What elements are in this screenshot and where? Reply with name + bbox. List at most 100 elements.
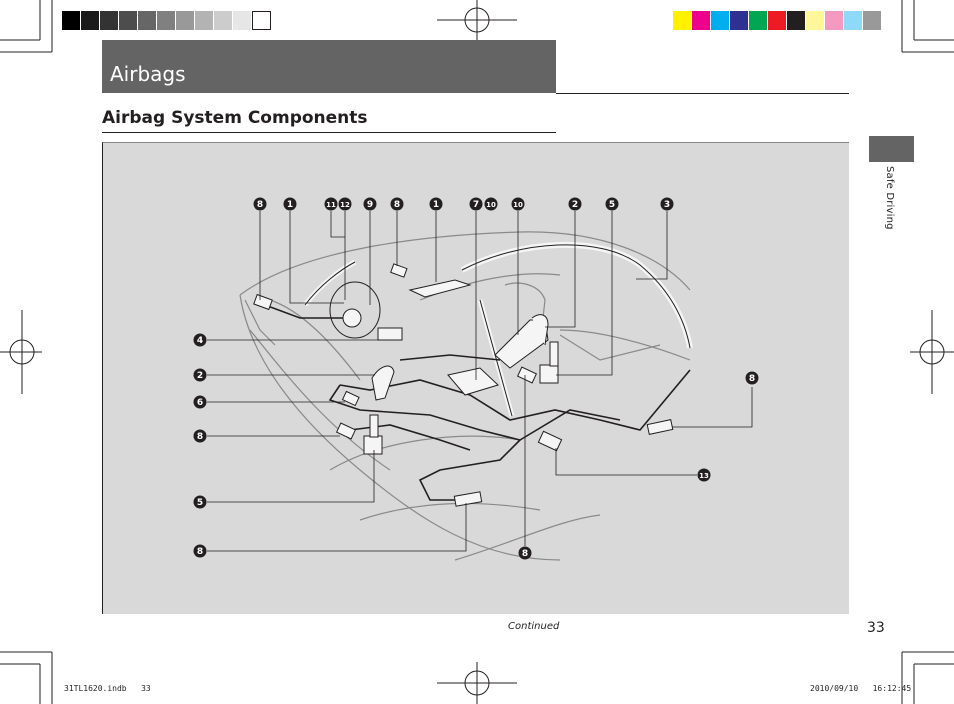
callout-badge-circle	[568, 197, 582, 211]
gray-swatch	[81, 11, 100, 30]
callout-badge-label: 8	[197, 547, 203, 557]
callout-badge-circle	[324, 197, 338, 211]
callout-badge-circle	[193, 368, 207, 382]
callout-badge-circle	[745, 371, 759, 385]
gray-swatch	[195, 11, 214, 30]
callout-badge-label: 11	[326, 201, 336, 209]
callout-badge-label: 8	[749, 374, 755, 384]
control-unit	[377, 327, 403, 341]
steering-wheel-airbag	[342, 308, 362, 328]
gray-swatch	[214, 11, 233, 30]
callout-badge-circle	[660, 197, 674, 211]
callout-badge-circle	[193, 395, 207, 409]
callout-badge-label: 2	[572, 200, 578, 210]
callout-badge-label: 10	[513, 201, 523, 209]
sensor-left-rear	[335, 422, 357, 440]
color-swatch	[844, 11, 863, 30]
color-swatch	[692, 11, 711, 30]
color-swatch	[787, 11, 806, 30]
page-number: 33	[867, 620, 885, 636]
chapter-tab-label: Safe Driving	[884, 166, 895, 230]
callout-badge-circle	[469, 197, 483, 211]
callout-badge-label: 1	[287, 200, 293, 210]
color-calibration-bar	[673, 11, 882, 30]
callout-badge-circle	[429, 197, 443, 211]
gray-swatch	[100, 11, 119, 30]
color-swatch	[825, 11, 844, 30]
callout-badge-circle	[511, 197, 525, 211]
section-title: Airbag System Components	[102, 108, 368, 128]
callout-badge-circle	[338, 197, 352, 211]
callout-badge-circle	[193, 333, 207, 347]
callout-badge-label: 8	[197, 432, 203, 442]
sensor-rear-center	[453, 491, 483, 507]
occupant-sensor-pad	[447, 367, 499, 396]
print-timestamp: 2010/09/10 16:12:45	[810, 684, 912, 693]
callout-badge-label: 3	[664, 200, 670, 210]
continued-note: Continued	[508, 621, 560, 632]
callout-badge-label: 7	[473, 200, 479, 210]
color-swatch	[806, 11, 825, 30]
callout-badge-circle	[253, 197, 267, 211]
sensor-center	[516, 366, 538, 384]
color-swatch	[730, 11, 749, 30]
callout-badge-circle	[390, 197, 404, 211]
callout-badge-circle	[518, 546, 532, 560]
callout-badge-label: 9	[367, 200, 373, 210]
callout-badge-label: 8	[522, 549, 528, 559]
seat-belt-tensioner-left	[363, 435, 383, 455]
callout-badge-circle	[363, 197, 377, 211]
color-swatch	[768, 11, 787, 30]
header-banner	[102, 40, 556, 93]
callout-badge-circle	[283, 197, 297, 211]
header-rule	[556, 93, 849, 94]
callout-badge-circle	[193, 495, 207, 509]
driver-side-airbag	[371, 365, 395, 401]
callout-badge-circle	[605, 197, 619, 211]
callout-badge-circle	[697, 468, 711, 482]
sensor-rear-right	[646, 419, 674, 435]
gray-swatch	[252, 11, 271, 30]
seat-belt-buckle	[549, 341, 559, 367]
callout-badge-label: 13	[699, 472, 709, 480]
weight-sensor	[537, 430, 563, 452]
seat-belt-buckle-left	[369, 414, 379, 438]
gray-swatch	[176, 11, 195, 30]
callout-badge-label: 2	[197, 371, 203, 381]
gray-swatch	[157, 11, 176, 30]
callout-badge-label: 8	[394, 200, 400, 210]
callout-badge-label: 10	[486, 201, 496, 209]
gray-swatch	[138, 11, 157, 30]
callout-badge-circle	[193, 429, 207, 443]
chapter-tab	[869, 136, 914, 162]
sensor-left-side	[341, 390, 360, 407]
callout-badge-label: 1	[433, 200, 439, 210]
airbag-components	[253, 263, 674, 507]
callout-badge-label: 5	[609, 200, 615, 210]
page-title: Airbags	[110, 62, 186, 86]
callout-badge-label: 4	[197, 336, 203, 346]
curtain-airbags	[303, 241, 693, 417]
callout-badge-circle	[193, 544, 207, 558]
callout-badge-label: 6	[197, 398, 203, 408]
grayscale-calibration-bar	[62, 11, 271, 30]
file-info: 31TL1620.indb 33	[64, 684, 151, 693]
front-passenger-side-airbag	[531, 314, 549, 346]
sensor-front-right	[390, 263, 408, 278]
passenger-airbag	[408, 279, 472, 298]
section-rule	[102, 132, 556, 133]
color-swatch	[749, 11, 768, 30]
seat-belt-tensioner-right	[539, 364, 559, 384]
callout-badge-label: 12	[340, 201, 350, 209]
car-outline	[239, 231, 691, 561]
sensor-front-left	[253, 293, 273, 311]
wiring-harness	[264, 304, 691, 501]
gray-swatch	[119, 11, 138, 30]
color-swatch	[711, 11, 730, 30]
callout-badge-label: 5	[197, 498, 203, 508]
callout-badge-circle	[484, 197, 498, 211]
gray-swatch	[233, 11, 252, 30]
